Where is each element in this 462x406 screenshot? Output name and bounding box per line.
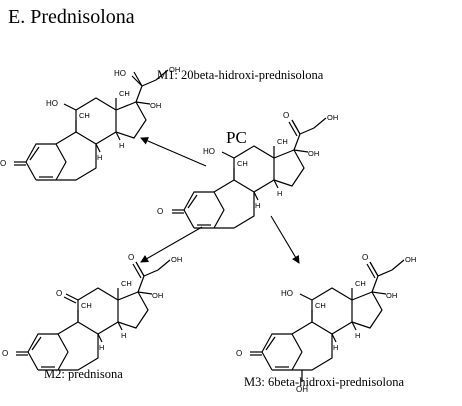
arrow-to-m3: [270, 215, 300, 264]
svg-text:O: O: [283, 111, 289, 120]
svg-text:O: O: [0, 159, 6, 168]
molecule-m1: HO HO O: [0, 64, 181, 181]
svg-text:OH: OH: [296, 385, 308, 394]
svg-text:HO: HO: [281, 289, 293, 298]
svg-text:O: O: [236, 349, 242, 358]
svg-text:HO: HO: [46, 99, 58, 108]
parent-compound-label: PC: [226, 128, 247, 147]
arrow-to-m1: [140, 137, 207, 167]
metabolite-m3-caption: M3: 6beta-hidroxi-prednisolona: [244, 375, 405, 389]
molecule-m3: HO O OH O: [236, 253, 417, 394]
svg-text:O: O: [2, 349, 8, 358]
svg-text:O: O: [362, 253, 368, 262]
svg-text:O: O: [56, 289, 62, 298]
svg-text:HO: HO: [203, 147, 215, 156]
metabolite-m1-caption: M1: 20beta-hidroxi-prednisolona: [157, 68, 324, 82]
molecule-pc: HO O O: [157, 111, 339, 229]
svg-text:O: O: [128, 253, 134, 262]
svg-text:HO: HO: [114, 69, 126, 78]
svg-text:O: O: [157, 207, 163, 216]
molecule-m2: O O O: [2, 253, 183, 371]
arrow-to-m2: [140, 226, 203, 263]
diagram-title: E. Prednisolona: [8, 6, 135, 28]
